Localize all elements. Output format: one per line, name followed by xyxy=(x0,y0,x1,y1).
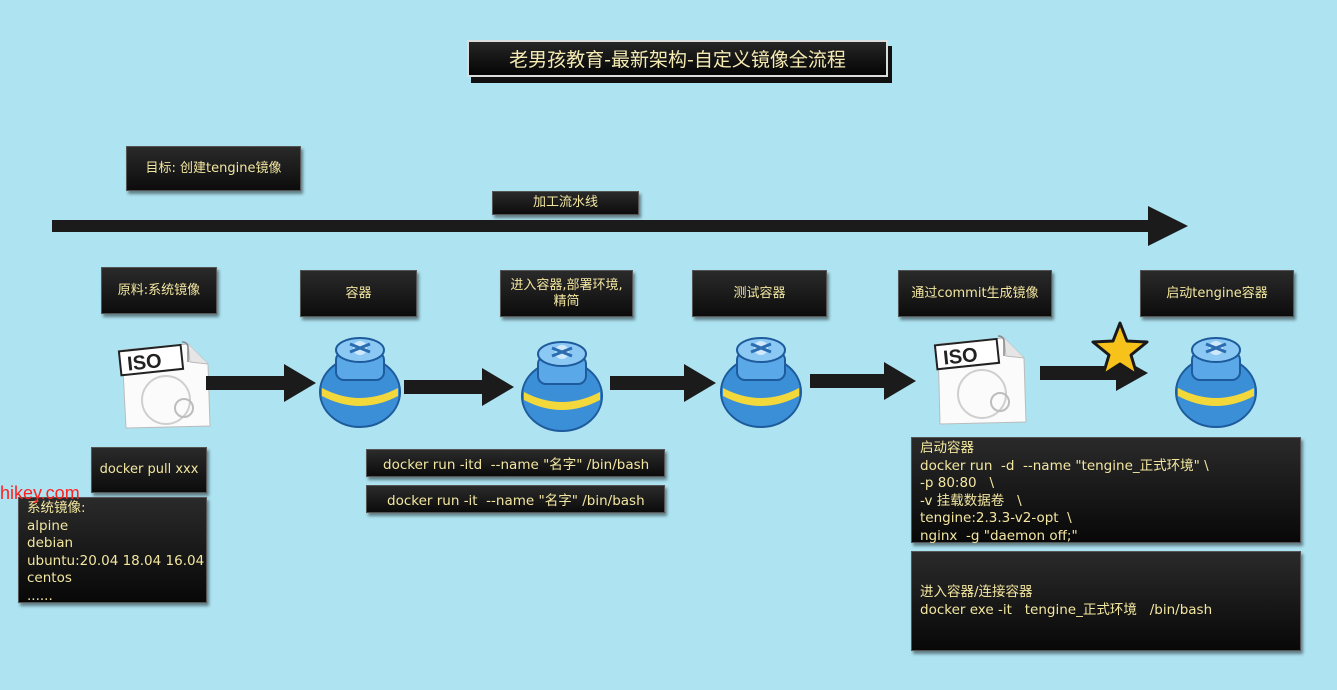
step-label-start-tengine: 启动tengine容器 xyxy=(1140,270,1294,317)
watermark: hikey.com xyxy=(0,483,80,503)
start-container-line: nginx -g "daemon off;" xyxy=(920,527,1078,544)
container-icon xyxy=(720,337,802,428)
pipeline-arrow xyxy=(52,206,1188,246)
step-label-container: 容器 xyxy=(300,270,417,317)
start-container-line: docker run -d --name "tengine_正式环境" \ xyxy=(920,457,1209,474)
container-icon xyxy=(1175,337,1257,428)
start-container-panel: 启动容器 docker run -d --name "tengine_正式环境"… xyxy=(911,437,1301,544)
system-image-item: centos xyxy=(27,570,72,586)
enter-container-line: docker exe -it tengine_正式环境 /bin/bash xyxy=(920,601,1213,618)
step-label-raw-image: 原料:系统镜像 xyxy=(101,267,217,314)
container-icon xyxy=(319,337,401,428)
step-label-commit-image: 通过commit生成镜像 xyxy=(898,270,1052,317)
start-container-line: tengine:2.3.3-v2-opt \ xyxy=(920,510,1072,526)
enter-container-panel: 进入容器/连接容器 docker exe -it tengine_正式环境 /b… xyxy=(911,551,1301,651)
step-label-enter-container: 进入容器,部署环境, 精简 xyxy=(500,270,633,317)
system-image-item: ubuntu:20.04 18.04 16.04 xyxy=(27,552,205,569)
iso-disc-icon: ISO xyxy=(933,335,1027,425)
docker-run-it-command: docker run -it --name "名字" /bin/bash xyxy=(366,485,665,513)
pipeline-label: 加工流水线 xyxy=(492,191,639,215)
svg-text:ISO: ISO xyxy=(942,344,979,369)
flow-arrow xyxy=(810,362,916,400)
enter-container-line: 进入容器/连接容器 xyxy=(920,584,1033,600)
star-icon xyxy=(1091,321,1149,377)
svg-text:ISO: ISO xyxy=(126,350,163,375)
start-container-line: -v 挂载数据卷 \ xyxy=(920,492,1022,509)
start-container-line: 启动容器 xyxy=(920,440,974,456)
system-image-item: debian xyxy=(27,535,74,551)
step-label-test-container: 测试容器 xyxy=(692,270,827,317)
container-icon xyxy=(521,341,603,432)
system-image-item: ...... xyxy=(27,587,53,604)
iso-disc-icon: ISO xyxy=(117,341,211,429)
system-images-title: 系统镜像: xyxy=(27,500,86,516)
system-images-panel: 系统镜像: alpine debian ubuntu:20.04 18.04 1… xyxy=(18,497,207,604)
start-container-line: -p 80:80 \ xyxy=(920,475,995,491)
system-image-item: alpine xyxy=(27,517,69,534)
flow-arrow xyxy=(206,364,316,402)
flow-arrow xyxy=(610,364,716,402)
docker-pull-command: docker pull xxx xyxy=(91,447,207,493)
docker-run-itd-command: docker run -itd --name "名字" /bin/bash xyxy=(366,449,665,477)
page-title: 老男孩教育-最新架构-自定义镜像全流程 xyxy=(467,40,888,77)
goal-label: 目标: 创建tengine镜像 xyxy=(126,146,301,191)
flow-arrow xyxy=(404,368,514,406)
